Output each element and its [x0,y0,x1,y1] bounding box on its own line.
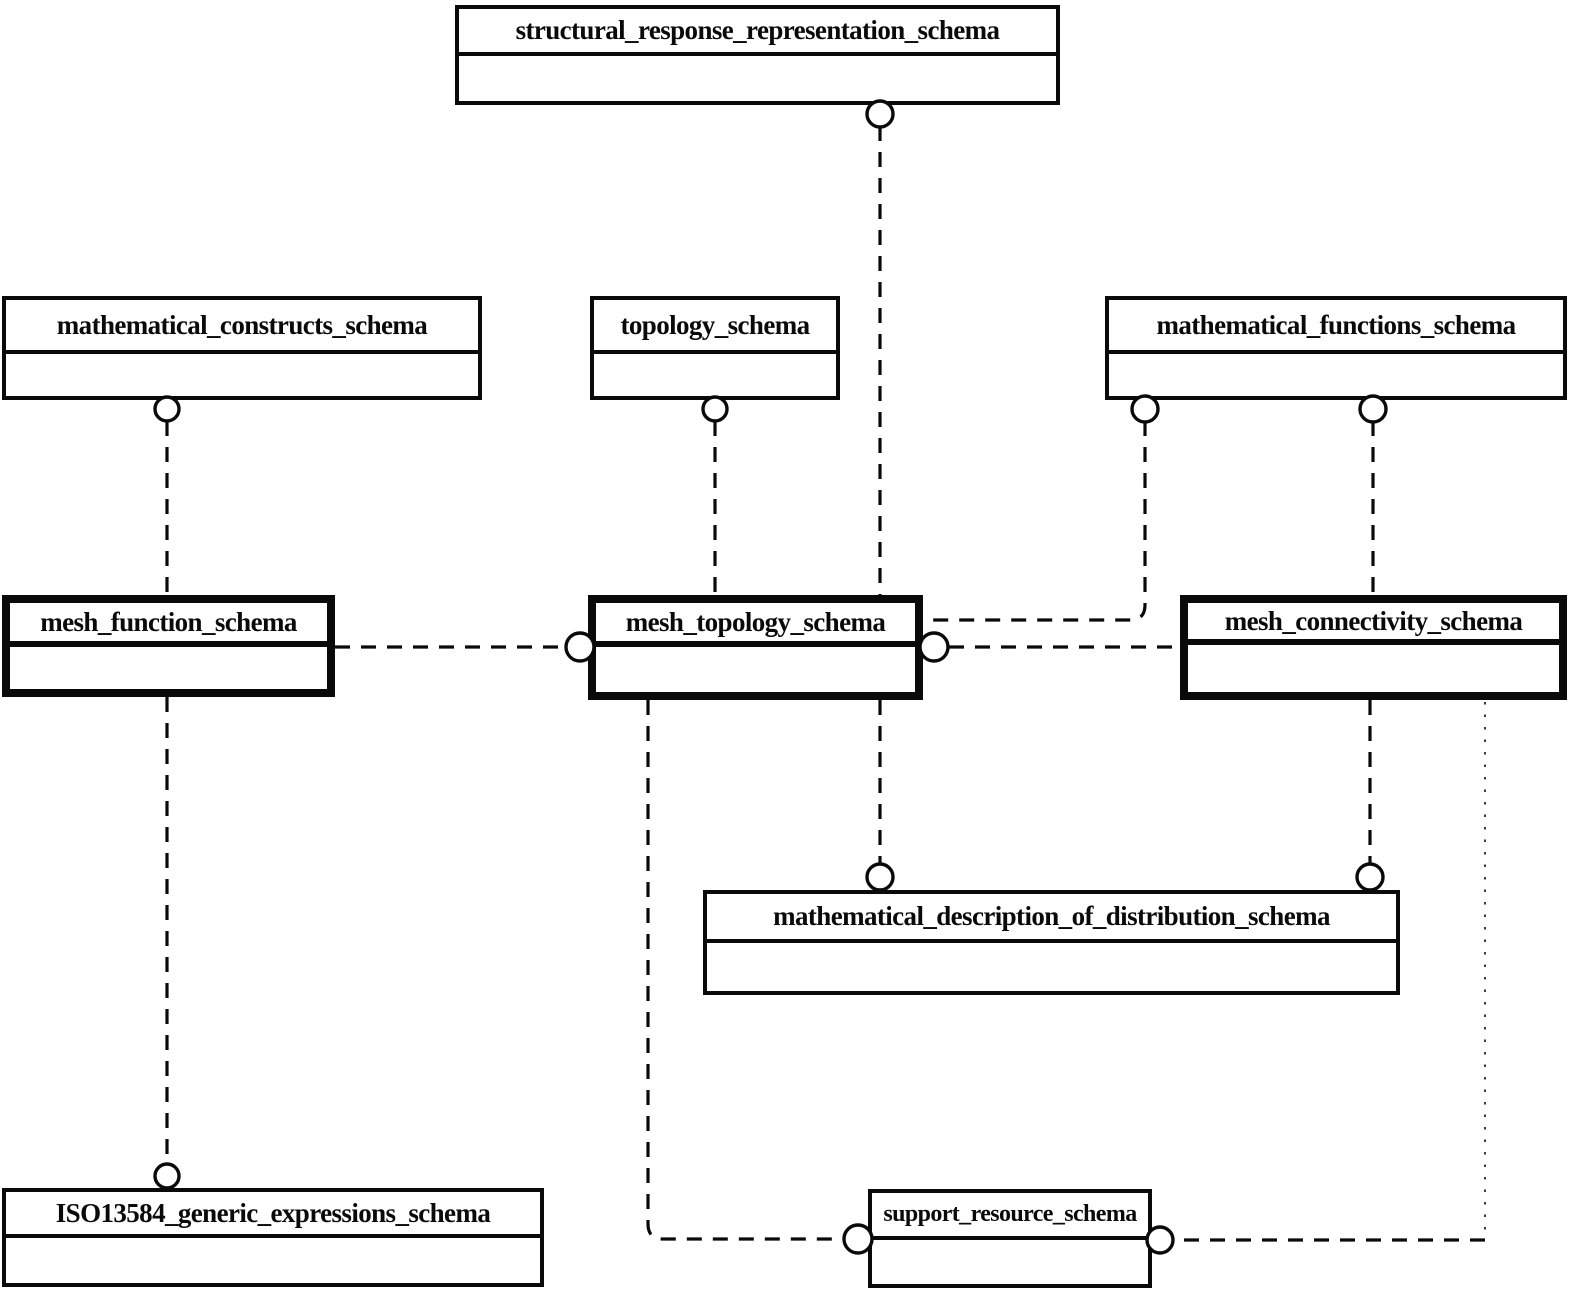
schema-box-body [596,647,915,692]
schema-box-title: support_resource_schema [872,1193,1148,1240]
schema-box-topology: topology_schema [590,296,840,400]
circle-marker-math-description-left [865,862,895,892]
schema-box-body [1109,354,1563,396]
schema-box-body [6,354,478,396]
schema-box-structural-response-representation: structural_response_representation_schem… [455,5,1060,105]
schema-box-title: mathematical_functions_schema [1109,300,1563,354]
connector-math-functions-to-mesh-topology [923,421,1147,622]
schema-box-title: mesh_connectivity_schema [1188,603,1559,645]
schema-box-body [6,1238,540,1283]
schema-box-body [594,354,836,396]
schema-box-title: ISO13584_generic_expressions_schema [6,1192,540,1238]
schema-box-body [459,56,1056,101]
circle-marker-math-description-right [1355,862,1385,892]
schema-box-mesh-function: mesh_function_schema [2,595,335,697]
schema-box-title: structural_response_representation_schem… [459,9,1056,56]
schema-box-title: topology_schema [594,300,836,354]
schema-box-body [872,1240,1148,1284]
schema-box-support-resource: support_resource_schema [868,1189,1152,1288]
schema-box-mathematical-description-of-distribution: mathematical_description_of_distribution… [703,890,1400,995]
circle-marker-math-constructs [153,395,181,423]
schema-box-title: mesh_topology_schema [596,603,915,647]
schema-box-mesh-connectivity: mesh_connectivity_schema [1180,595,1567,700]
schema-box-body [707,943,1396,991]
circle-marker-iso13584 [153,1162,181,1190]
schema-box-iso13584-generic-expressions: ISO13584_generic_expressions_schema [2,1188,544,1287]
circle-marker-mesh-topology-right [918,631,950,663]
schema-box-title: mathematical_constructs_schema [6,300,478,354]
schema-box-body [10,647,327,689]
schema-box-title: mathematical_description_of_distribution… [707,894,1396,943]
circle-marker-topology [701,395,729,423]
schema-box-mesh-topology: mesh_topology_schema [588,595,923,700]
schema-box-mathematical-functions: mathematical_functions_schema [1105,296,1567,400]
schema-box-title: mesh_function_schema [10,603,327,647]
schema-box-mathematical-constructs: mathematical_constructs_schema [2,296,482,400]
schema-box-body [1188,645,1559,692]
